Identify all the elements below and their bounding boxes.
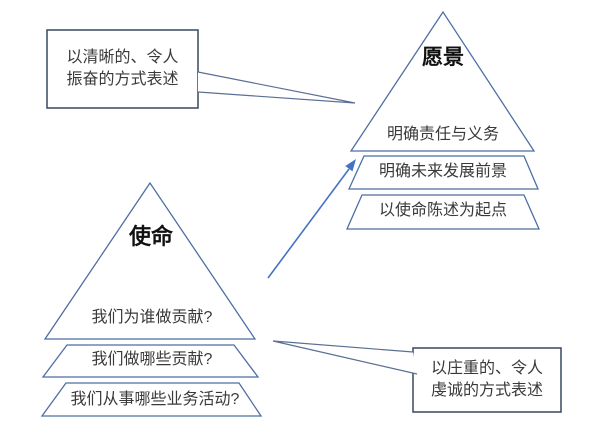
mission-pyramid-band-2 <box>41 344 260 378</box>
arrow-head-icon <box>345 159 356 172</box>
vision-callout-text: 以清晰的、令人 振奋的方式表述 <box>47 30 198 108</box>
mission-pyramid-title: 使命 <box>128 224 173 249</box>
mission-callout-line-1: 以庄重的、令人 <box>430 360 543 377</box>
mission-callout-line-2: 虔诚的方式表述 <box>430 382 543 399</box>
vision-pyramid-band-3 <box>346 194 540 230</box>
mission-pyramid-band-3 <box>40 382 263 417</box>
mission-layer-2-label: 我们做哪些贡献? <box>91 351 213 368</box>
mission-to-vision-arrow <box>267 159 356 279</box>
mission-layer-1-label: 我们为谁做贡献? <box>91 309 213 326</box>
arrow-line <box>267 168 350 279</box>
mission-callout-text: 以庄重的、令人 虔诚的方式表述 <box>413 348 561 412</box>
mission-pyramid-triangle <box>43 181 257 340</box>
vision-callout-line-2: 振奋的方式表述 <box>66 71 179 88</box>
vision-callout-line-1: 以清晰的、令人 <box>66 49 179 66</box>
mission-callout-tail <box>272 340 418 375</box>
vision-pyramid-triangle <box>349 10 536 152</box>
mission-layer-3-label: 我们从事哪些业务活动? <box>70 391 240 408</box>
vision-pyramid-band-2 <box>347 155 539 190</box>
vision-pyramid-title: 愿景 <box>422 46 464 69</box>
vision-layer-2-label: 明确未来发展前景 <box>378 163 507 180</box>
vision-callout-tail <box>197 71 356 104</box>
vision-layer-3-label: 以使命陈述为起点 <box>378 202 507 219</box>
vision-callout-box <box>46 29 199 109</box>
mission-callout-box <box>412 347 562 413</box>
vision-layer-1-label: 明确责任与义务 <box>386 126 499 143</box>
